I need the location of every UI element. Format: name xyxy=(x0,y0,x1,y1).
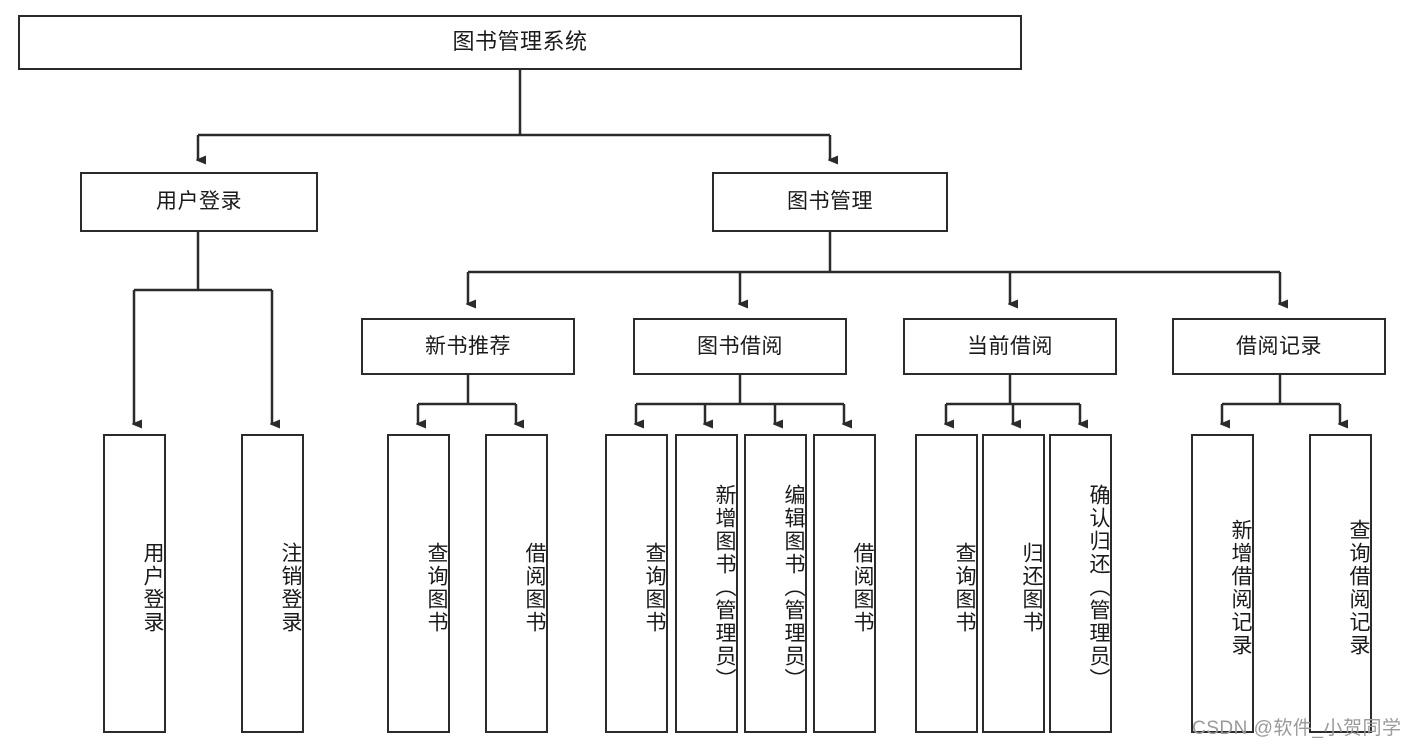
leaf-query-borrow-record[interactable]: 查询借阅记录 xyxy=(1309,434,1372,733)
leaf-query-book-borrow[interactable]: 查询图书 xyxy=(605,434,668,733)
leaf-confirm-return-admin[interactable]: 确认归还（管理员） xyxy=(1049,434,1112,733)
node-label: 新增图书（管理员） xyxy=(713,484,736,691)
leaf-user-login[interactable]: 用户登录 xyxy=(103,434,166,733)
node-label: 图书管理 xyxy=(787,190,873,214)
node-label: 确认归还（管理员） xyxy=(1087,484,1110,691)
node-book-management[interactable]: 图书管理 xyxy=(712,172,948,232)
node-label: 当前借阅 xyxy=(967,334,1053,358)
leaf-add-borrow-record[interactable]: 新增借阅记录 xyxy=(1191,434,1254,733)
leaf-add-book-admin[interactable]: 新增图书（管理员） xyxy=(675,434,738,733)
node-label: 新书推荐 xyxy=(425,334,511,358)
node-label: 编辑图书（管理员） xyxy=(782,484,805,691)
leaf-query-book-current[interactable]: 查询图书 xyxy=(915,434,978,733)
node-label: 查询图书 xyxy=(643,541,666,634)
node-label: 查询借阅记录 xyxy=(1347,518,1370,657)
leaf-borrow-book-recommend[interactable]: 借阅图书 xyxy=(485,434,548,733)
node-current-borrow[interactable]: 当前借阅 xyxy=(903,318,1117,375)
leaf-query-book-recommend[interactable]: 查询图书 xyxy=(387,434,450,733)
node-label: 图书借阅 xyxy=(697,334,783,358)
node-borrow-record[interactable]: 借阅记录 xyxy=(1172,318,1386,375)
node-label: 借阅记录 xyxy=(1236,334,1322,358)
leaf-return-book[interactable]: 归还图书 xyxy=(982,434,1045,733)
node-label: 借阅图书 xyxy=(851,541,874,634)
node-book-borrow[interactable]: 图书借阅 xyxy=(633,318,847,375)
node-label: 新增借阅记录 xyxy=(1229,518,1252,657)
node-new-book-recommend[interactable]: 新书推荐 xyxy=(361,318,575,375)
node-user-login[interactable]: 用户登录 xyxy=(80,172,318,232)
node-root-system[interactable]: 图书管理系统 xyxy=(18,15,1022,70)
leaf-logout[interactable]: 注销登录 xyxy=(241,434,304,733)
leaf-edit-book-admin[interactable]: 编辑图书（管理员） xyxy=(744,434,807,733)
node-label: 用户登录 xyxy=(156,190,242,214)
node-label: 借阅图书 xyxy=(523,541,546,634)
csdn-watermark: CSDN @软件_小贺同学 xyxy=(1192,718,1402,739)
leaf-borrow-book[interactable]: 借阅图书 xyxy=(813,434,876,733)
node-label: 用户登录 xyxy=(141,541,164,634)
node-label: 注销登录 xyxy=(279,541,302,634)
node-label: 查询图书 xyxy=(425,541,448,634)
node-label: 归还图书 xyxy=(1020,541,1043,634)
node-label: 图书管理系统 xyxy=(452,29,588,55)
node-label: 查询图书 xyxy=(953,541,976,634)
